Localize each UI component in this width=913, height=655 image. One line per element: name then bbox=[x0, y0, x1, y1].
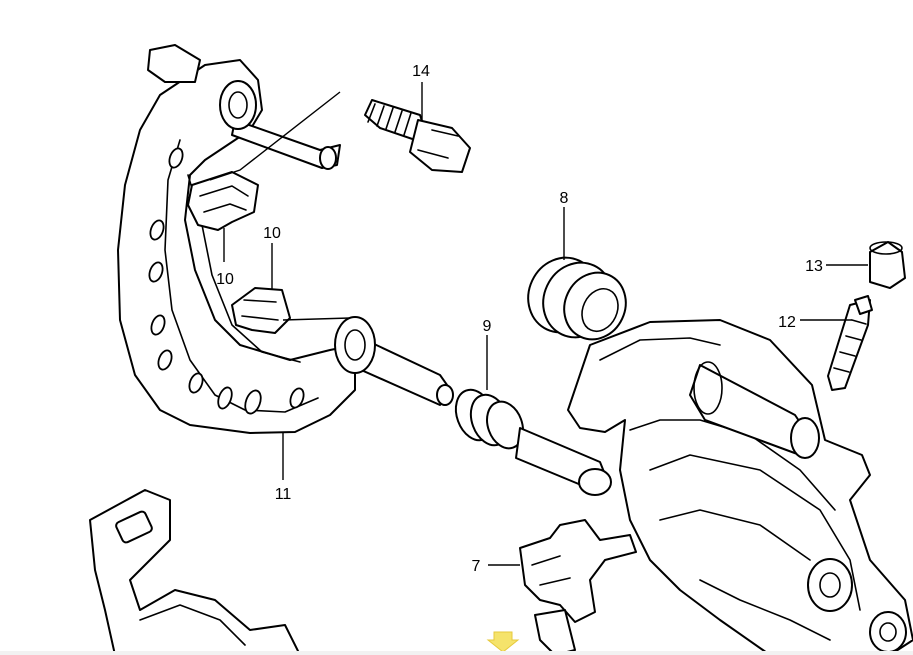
caliper-body[interactable] bbox=[567, 319, 913, 655]
callout-7: 7 bbox=[472, 558, 481, 575]
pad-clip-part-10-lower[interactable] bbox=[231, 287, 291, 334]
lower-bracket-fragment[interactable] bbox=[89, 489, 301, 655]
callouts: 14 8 10 10 13 12 9 11 7 bbox=[216, 63, 823, 575]
down-arrow-icon[interactable] bbox=[486, 631, 520, 653]
bottom-strip bbox=[0, 651, 913, 655]
pad-clip-part-10-upper[interactable] bbox=[187, 171, 259, 231]
leader-lines bbox=[209, 82, 868, 566]
bleeder-screw-part-12[interactable] bbox=[827, 295, 873, 391]
piston-boot-part-8[interactable] bbox=[516, 246, 636, 349]
callout-10-lower: 10 bbox=[263, 225, 281, 242]
spring-part-7[interactable] bbox=[519, 519, 637, 655]
callout-14: 14 bbox=[412, 63, 430, 80]
callout-10-upper: 10 bbox=[216, 271, 234, 288]
guide-pin-part-9[interactable] bbox=[449, 384, 612, 496]
leader-bracket-lower bbox=[282, 317, 351, 321]
callout-11: 11 bbox=[275, 486, 292, 503]
leader-bracket-upper bbox=[209, 91, 341, 181]
callout-12: 12 bbox=[778, 314, 796, 331]
callout-9: 9 bbox=[483, 318, 492, 335]
callout-13: 13 bbox=[805, 258, 823, 275]
bleeder-cap-part-13[interactable] bbox=[869, 241, 906, 289]
callout-8: 8 bbox=[560, 190, 569, 207]
bracket-part-11[interactable] bbox=[117, 44, 454, 434]
bolt-part-14[interactable] bbox=[364, 99, 471, 173]
